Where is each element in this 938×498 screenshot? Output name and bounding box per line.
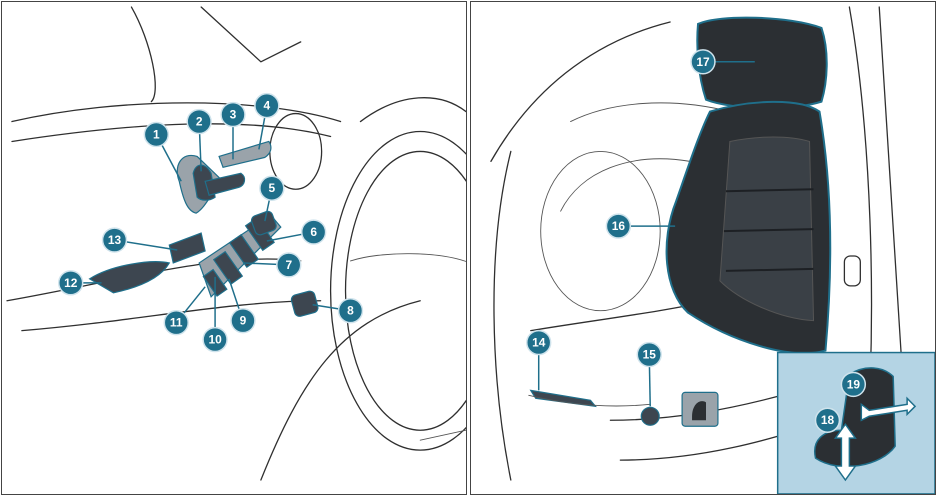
mirror-outline (201, 7, 301, 62)
svg-text:6: 6 (310, 225, 317, 239)
callout-2: 2 (187, 110, 211, 134)
steering-wheel-inner (346, 151, 466, 430)
svg-text:13: 13 (108, 233, 122, 247)
steering-wheel-rim (331, 132, 466, 451)
callout-15: 15 (637, 343, 661, 367)
svg-text:14: 14 (532, 336, 546, 350)
callout-1: 1 (144, 123, 168, 147)
door-controls-panel: 1 2 3 4 5 6 7 8 9 10 11 12 13 (1, 1, 467, 495)
dash-lower-line (420, 430, 466, 440)
callout-18: 18 (816, 408, 840, 432)
a-pillar-line (491, 22, 670, 161)
svg-text:16: 16 (612, 219, 626, 233)
callout-7: 7 (277, 253, 301, 277)
svg-text:10: 10 (208, 333, 222, 347)
callout-19: 19 (841, 372, 865, 396)
svg-text:11: 11 (170, 316, 183, 330)
central-locking-buttons[interactable] (169, 233, 205, 263)
svg-text:12: 12 (64, 276, 78, 290)
callout-14: 14 (527, 331, 551, 355)
door-opening-left (494, 151, 511, 480)
callout-9: 9 (231, 309, 255, 333)
svg-text:8: 8 (347, 304, 354, 318)
door-latch (844, 256, 860, 286)
svg-text:15: 15 (643, 348, 657, 362)
svg-text:7: 7 (285, 258, 292, 272)
door-edge-line (261, 301, 420, 480)
callout-12: 12 (59, 271, 83, 295)
callout-8: 8 (339, 299, 363, 323)
svg-text:3: 3 (230, 108, 237, 122)
ignition-switch[interactable] (290, 290, 319, 317)
svg-text:2: 2 (196, 115, 203, 129)
svg-text:9: 9 (240, 314, 247, 328)
callout-4: 4 (255, 94, 279, 118)
seat-illustration: 14 15 16 17 18 19 (471, 2, 935, 494)
headrest (697, 18, 826, 109)
callout-13: 13 (103, 228, 127, 252)
door-top-line (12, 103, 341, 122)
callout-11: 11 (164, 311, 188, 335)
dashboard-line (360, 98, 466, 122)
memory-buttons[interactable] (219, 141, 271, 167)
callout-3: 3 (221, 103, 245, 127)
lumbar-support-knob[interactable] (641, 407, 659, 425)
svg-text:4: 4 (264, 99, 271, 113)
door-trim-line (12, 124, 331, 142)
steering-spoke (350, 254, 466, 263)
steering-outline (561, 159, 690, 211)
svg-text:19: 19 (847, 377, 861, 391)
svg-text:1: 1 (153, 127, 160, 141)
seat-panel: 14 15 16 17 18 19 (470, 1, 936, 495)
door-handle[interactable] (90, 262, 170, 293)
callout-10: 10 (203, 328, 227, 352)
svg-text:5: 5 (269, 181, 276, 195)
svg-text:18: 18 (821, 413, 835, 427)
callout-17: 17 (691, 50, 715, 74)
door-controls-illustration: 1 2 3 4 5 6 7 8 9 10 11 12 13 (2, 2, 466, 494)
callout-6: 6 (302, 220, 326, 244)
callout-16: 16 (606, 214, 630, 238)
svg-text:17: 17 (696, 55, 710, 69)
steering-wheel-outline (541, 151, 660, 310)
window-frame-line (131, 7, 155, 102)
callout-5: 5 (260, 176, 284, 200)
